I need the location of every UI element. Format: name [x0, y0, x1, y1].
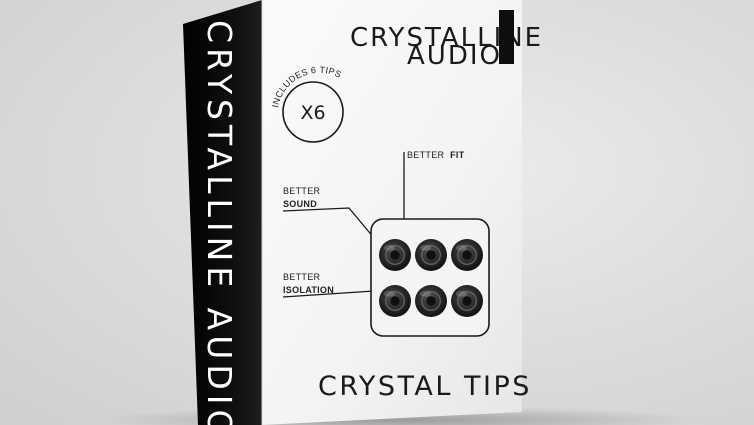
box-spine — [183, 0, 262, 425]
callout-sound: BETTER SOUND — [282, 186, 375, 239]
ear-tip — [379, 239, 411, 271]
spine-brand-text: CRYSTALLINE AUDIO — [200, 20, 239, 425]
callout-isolation: BETTER ISOLATION — [282, 272, 375, 298]
ear-tip — [451, 285, 483, 317]
brand-line-2: AUDIO — [407, 41, 502, 71]
brand-mark-bar — [499, 10, 514, 64]
product-name: CRYSTAL TIPS — [318, 371, 532, 402]
badge-count: X6 — [300, 102, 325, 124]
callout-isolation-word: ISOLATION — [283, 285, 334, 295]
callout-sound-prefix: BETTER — [283, 186, 321, 196]
callout-sound-word: SOUND — [283, 199, 317, 209]
ear-tip — [379, 285, 411, 317]
callout-fit: BETTER FIT — [403, 150, 465, 228]
svg-text:BETTER FIT: BETTER FIT — [407, 150, 465, 160]
callout-fit-word: FIT — [450, 150, 465, 160]
ear-tip — [451, 239, 483, 271]
tips-grid — [379, 239, 483, 317]
tips-tray — [370, 218, 490, 337]
callout-fit-prefix: BETTER — [407, 150, 445, 160]
ear-tip — [415, 239, 447, 271]
ear-tip — [415, 285, 447, 317]
callout-isolation-prefix: BETTER — [283, 272, 321, 282]
